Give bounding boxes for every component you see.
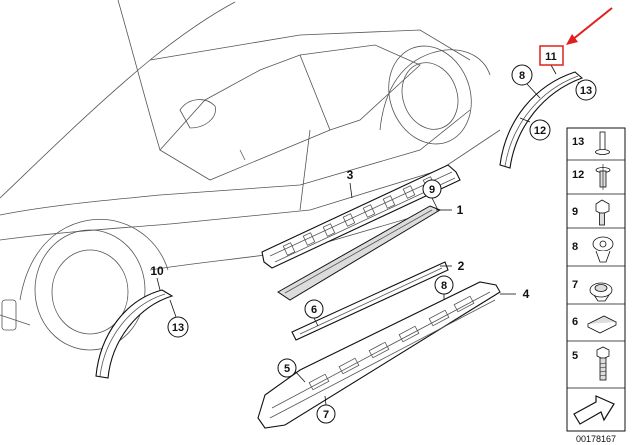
vehicle-outline <box>0 0 501 351</box>
callout-7: 7 <box>316 395 336 424</box>
legend-item-7: 7 <box>572 279 613 302</box>
pin-clip-icon <box>595 131 610 155</box>
callout-13-front: 13 <box>167 299 189 338</box>
svg-text:6: 6 <box>311 304 317 316</box>
legend-item-5: 5 <box>572 346 610 381</box>
legend-item-6: 6 <box>572 315 617 334</box>
legend-item-9: 9 <box>572 199 610 226</box>
callout-10: 10 <box>150 264 164 291</box>
svg-text:13: 13 <box>572 136 584 148</box>
callout-9: 9 <box>422 179 442 211</box>
bolt-icon <box>596 346 610 381</box>
hardware-legend: 13 12 9 8 <box>566 127 626 432</box>
svg-text:6: 6 <box>572 316 578 328</box>
legend-item-13: 13 <box>572 131 610 155</box>
arrow-icon <box>573 395 615 425</box>
callout-4: 4 <box>500 287 530 301</box>
svg-text:4: 4 <box>523 287 530 301</box>
callout-12: 12 <box>519 117 551 141</box>
hex-screw-icon <box>595 199 610 226</box>
legend-item-12: 12 <box>572 164 611 190</box>
svg-text:7: 7 <box>323 409 329 421</box>
front-wheel-arch-trim <box>95 289 174 379</box>
callout-13-rear: 13 <box>575 79 597 101</box>
svg-text:7: 7 <box>572 279 578 291</box>
callout-11: 11 <box>539 45 564 75</box>
svg-text:8: 8 <box>519 70 525 82</box>
legend-item-8: 8 <box>572 236 614 263</box>
svg-text:12: 12 <box>534 125 546 137</box>
svg-text:2: 2 <box>458 259 465 273</box>
flat-strip <box>291 261 449 341</box>
svg-text:10: 10 <box>150 264 164 278</box>
callout-5: 5 <box>277 358 306 383</box>
highlight-arrow-icon <box>566 7 613 45</box>
svg-text:8: 8 <box>572 241 578 253</box>
callout-1: 1 <box>436 203 464 217</box>
svg-text:11: 11 <box>545 51 557 63</box>
svg-text:9: 9 <box>572 206 578 218</box>
callout-6: 6 <box>304 299 324 327</box>
trim-strip-upper <box>261 164 461 269</box>
svg-text:5: 5 <box>284 363 290 375</box>
callout-8-side: 8 <box>434 275 454 300</box>
svg-text:1: 1 <box>457 203 464 217</box>
svg-text:9: 9 <box>429 184 435 196</box>
sill-cover <box>257 281 501 429</box>
expanding-rivet-icon <box>592 236 614 263</box>
push-clip-icon <box>589 282 613 302</box>
rear-wheel-arch-trim <box>499 71 584 169</box>
svg-text:5: 5 <box>572 350 578 362</box>
svg-text:13: 13 <box>580 85 592 97</box>
callout-2: 2 <box>440 259 465 273</box>
svg-text:13: 13 <box>172 322 184 334</box>
svg-text:3: 3 <box>347 168 354 182</box>
callout-8-top: 8 <box>511 64 541 99</box>
svg-text:8: 8 <box>441 280 447 292</box>
svg-text:12: 12 <box>572 169 584 181</box>
adhesive-pad-icon <box>587 315 617 334</box>
callout-3: 3 <box>347 168 354 199</box>
drawing-number: 00178167 <box>576 434 616 444</box>
rivet-clip-icon <box>595 164 611 190</box>
